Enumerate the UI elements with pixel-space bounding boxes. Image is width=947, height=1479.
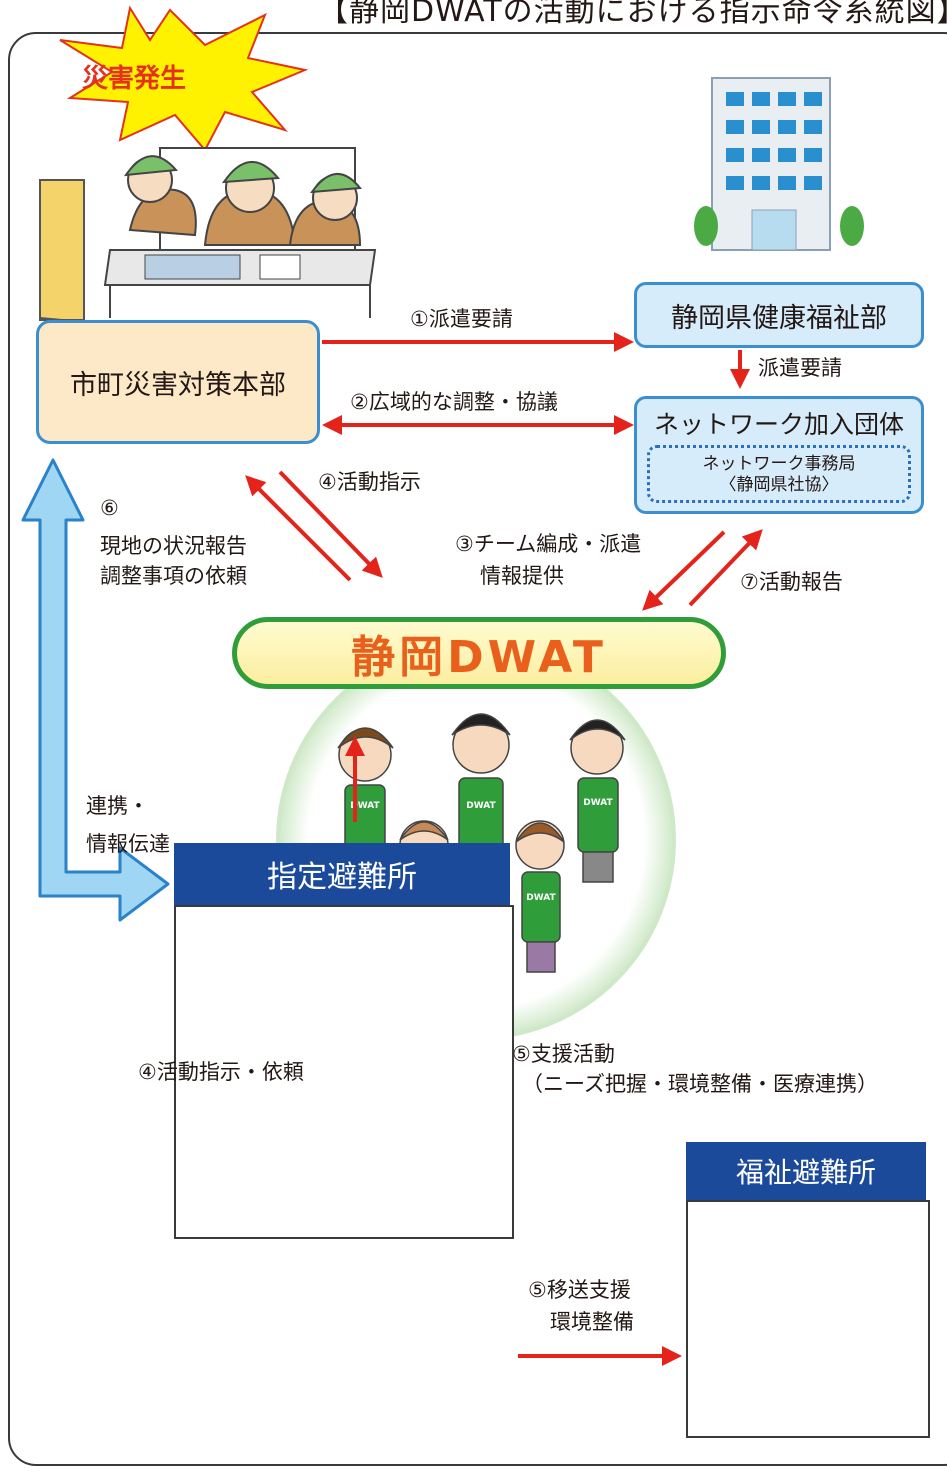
edge-label-e6-line2: 調整事項の依頼 [100, 564, 247, 588]
edge-label-e3-line2: 情報提供 [480, 564, 564, 588]
arrow-e4 [278, 470, 383, 578]
edge-label-e5b-line1: ⑤移送支援 [528, 1278, 631, 1302]
node-dwat: 静岡DWAT [232, 617, 726, 689]
node-network-title: ネットワーク加入団体 [653, 410, 904, 439]
edge-label-e6-line1: 現地の状況報告 [100, 534, 247, 558]
arrow-e7 [688, 529, 763, 607]
node-network-org: ネットワーク加入団体 ネットワーク事務局 〈静岡県社協〉 [634, 396, 924, 514]
edge-label-link-line2: 情報伝達 [86, 832, 170, 856]
node-network-office: ネットワーク事務局 〈静岡県社協〉 [647, 445, 911, 503]
dwat-badge-5: DWAT [526, 893, 556, 903]
disaster-label: 災害発生 [82, 64, 187, 94]
dwat-badge-1: DWAT [350, 801, 380, 811]
link-double-arrow [21, 458, 170, 922]
node-designated-shelter: 指定避難所 [174, 843, 510, 905]
edge-label-e5-line2: （ニーズ把握・環境整備・医療連携） [522, 1072, 878, 1096]
edge-label-e4b: ④活動指示・依頼 [138, 1060, 304, 1084]
disaster-burst-icon [59, 5, 309, 152]
designated-shelter-panel [174, 905, 514, 1239]
edge-label-e4: ④活動指示 [318, 470, 421, 494]
edge-label-e1: ①派遣要請 [410, 307, 513, 331]
edge-label-pref-to-net: 派遣要請 [758, 356, 842, 380]
office-building-illustration [694, 77, 864, 251]
arrow-e3 [642, 530, 726, 611]
diagram-title: 【静岡DWATの活動における指示命令系統図】 [318, 0, 947, 29]
edge-label-e6-num: ⑥ [100, 496, 119, 520]
welfare-shelter-panel [686, 1200, 930, 1438]
flow-arrows [245, 332, 763, 1366]
edge-label-e3-line1: ③チーム編成・派遣 [455, 532, 642, 556]
network-office-line1: ネットワーク事務局 [702, 454, 856, 474]
edge-label-e7: ⑦活動報告 [740, 570, 843, 594]
network-office-line2: 〈静岡県社協〉 [719, 475, 839, 495]
edge-label-link-line1: 連携・ [86, 794, 149, 818]
edge-label-e2: ②広域的な調整・協議 [350, 390, 558, 414]
node-municipal-hq: 市町災害対策本部 [36, 320, 320, 444]
dwat-badge-3: DWAT [583, 798, 613, 808]
edge-label-e5-line1: ⑤支援活動 [512, 1042, 615, 1066]
dwat-badge-2: DWAT [466, 801, 496, 811]
node-prefecture-dept: 静岡県健康福祉部 [634, 282, 924, 348]
diagram-frame [8, 32, 947, 1466]
meeting-illustration [39, 147, 377, 321]
node-welfare-shelter: 福祉避難所 [686, 1142, 926, 1200]
arrow-e6 [245, 475, 352, 582]
edge-label-e5b-line2: 環境整備 [550, 1310, 634, 1334]
